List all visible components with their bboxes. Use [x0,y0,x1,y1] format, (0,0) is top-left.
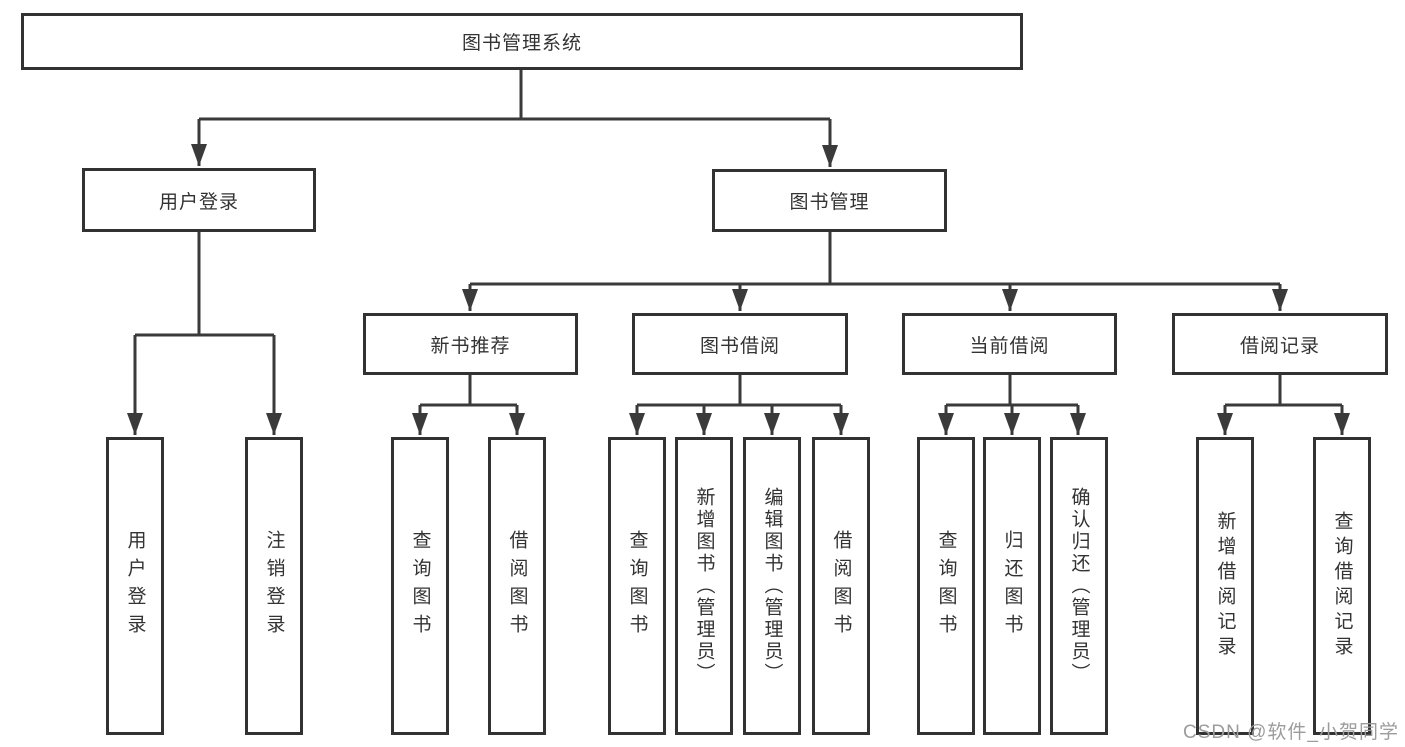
spine-current-borrowing [946,375,1078,407]
node-current-borrowing: 当前借阅 [902,313,1117,375]
leaf-add-book-admin: 新增图书（管理员） [675,437,733,735]
node-user-login-label: 用户登录 [158,191,239,213]
leaf-query-borrow-record: 查询借阅记录 [1313,437,1371,735]
node-borrowing-records-label: 借阅记录 [1239,335,1320,357]
node-book-borrowing: 图书借阅 [632,313,848,375]
leaf-query-books-2: 查询图书 [608,437,666,735]
leaf-logout-label: 注销登录 [263,530,285,642]
leaf-return-book-label: 归还图书 [1001,530,1023,642]
node-new-book-recommend-label: 新书推荐 [430,335,511,357]
leaf-borrow-books-1: 借阅图书 [488,437,546,735]
node-current-borrowing-label: 当前借阅 [969,335,1050,357]
leaf-add-borrow-record: 新增借阅记录 [1196,437,1254,735]
node-user-login: 用户登录 [82,168,316,232]
node-root: 图书管理系统 [21,13,1023,70]
node-new-book-recommend: 新书推荐 [363,313,578,375]
leaf-edit-book-admin-label: 编辑图书（管理员） [761,487,783,685]
leaf-add-borrow-record-label: 新增借阅记录 [1214,511,1236,661]
leaf-confirm-return-admin-label: 确认归还（管理员） [1068,487,1090,685]
leaf-query-books-3: 查询图书 [917,437,975,735]
leaf-query-borrow-record-label: 查询借阅记录 [1331,511,1353,661]
spine-book-borrowing [637,375,841,407]
leaf-user-login: 用户登录 [106,437,164,735]
spine-user-login [135,232,274,337]
spine-book-management [470,232,1280,286]
leaf-confirm-return-admin: 确认归还（管理员） [1050,437,1108,735]
watermark: CSDN @软件_小贺同学 [1183,722,1399,743]
node-book-management: 图书管理 [712,169,947,232]
spine-borrowing-records [1225,375,1342,407]
leaf-borrow-books-1-label: 借阅图书 [506,530,528,642]
spine-new-book-recommend [420,375,517,407]
leaf-query-books-2-label: 查询图书 [626,530,648,642]
node-borrowing-records: 借阅记录 [1172,313,1388,375]
leaf-add-book-admin-label: 新增图书（管理员） [693,487,715,685]
leaf-borrow-books-2-label: 借阅图书 [830,530,852,642]
leaf-logout: 注销登录 [245,437,303,735]
leaf-query-books-3-label: 查询图书 [935,530,957,642]
leaf-query-books-1-label: 查询图书 [409,530,431,642]
node-root-label: 图书管理系统 [461,33,582,54]
leaf-return-book: 归还图书 [983,437,1041,735]
spine-root [199,69,830,121]
leaf-user-login-label: 用户登录 [124,530,146,642]
node-book-borrowing-label: 图书借阅 [699,335,780,357]
leaf-edit-book-admin: 编辑图书（管理员） [743,437,801,735]
node-book-management-label: 图书管理 [789,192,870,213]
leaf-query-books-1: 查询图书 [391,437,449,735]
leaf-borrow-books-2: 借阅图书 [812,437,870,735]
